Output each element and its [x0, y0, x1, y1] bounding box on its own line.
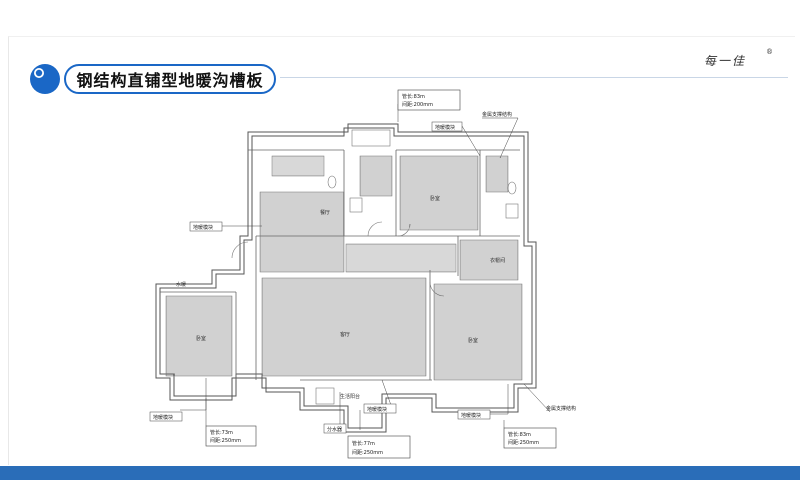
coil-kitchen [259, 191, 345, 273]
fixtures [231, 129, 519, 405]
coil-corridor [345, 243, 457, 273]
registered-mark: ® [766, 48, 775, 56]
callout-top: 管长:83m 间距:200mm [397, 89, 461, 111]
bathtub [351, 129, 391, 147]
svg-text:地暖模块: 地暖模块 [367, 406, 387, 413]
title-pill: 钢结构直铺型地暖沟槽板 [64, 64, 276, 94]
washer [315, 387, 335, 405]
page-frame [8, 36, 795, 465]
brand-name: 每一佳 [704, 54, 747, 68]
door-swing-2 [367, 221, 383, 237]
brand-logo: 每一佳 ® [704, 48, 774, 74]
header-divider [280, 77, 788, 78]
callout-center: 管长:77m 间距:250mm [347, 435, 411, 459]
page-title: 钢结构直铺型地暖沟槽板 [76, 71, 264, 90]
label-floor-module-1: 地暖模块 [431, 121, 463, 132]
coil-top-bedroom [399, 155, 479, 231]
coil-cloakroom [459, 239, 519, 281]
callout-top-spacing: 间距:200mm [402, 101, 433, 108]
room-balcony: 生活阳台 [340, 393, 360, 400]
door-swing-1 [231, 241, 249, 259]
callout-top-length: 管长:83m [402, 93, 425, 100]
callout-center-spacing: 间距:250mm [352, 449, 383, 456]
callout-right-length: 管长:83m [508, 431, 531, 438]
svg-text:地暖模块: 地暖模块 [435, 124, 455, 131]
coil-hall-top [359, 155, 393, 197]
svg-text:地暖模块: 地暖模块 [153, 414, 173, 421]
door-swing-4 [397, 223, 411, 237]
room-bedroom-top: 卧室 [430, 195, 440, 202]
callout-left: 管长:73m 间距:250mm [205, 425, 257, 447]
coil-right-bedroom [433, 283, 523, 381]
label-left-small: 水暖 [176, 281, 186, 288]
room-living: 客厅 [340, 331, 350, 338]
label-floor-module-4: 地暖模块 [363, 403, 397, 414]
coil-bath-top [271, 155, 325, 177]
label-floor-module-5: 地暖模块 [457, 409, 491, 420]
label-floor-module-3: 地暖模块 [149, 411, 183, 422]
label-water-manifold: 分水器 [323, 423, 347, 434]
toilet-right [507, 181, 517, 195]
svg-text:分水器: 分水器 [327, 426, 342, 433]
callout-right-spacing: 间距:250mm [508, 439, 539, 446]
callout-left-length: 管长:73m [210, 429, 233, 436]
svg-text:地暖模块: 地暖模块 [193, 224, 213, 231]
toilet-left [327, 175, 337, 189]
logo-icon [30, 64, 60, 94]
outer-walls [155, 123, 537, 433]
coil-left-bedroom [165, 295, 233, 377]
heating-zones [165, 155, 523, 381]
callout-center-length: 管长:77m [352, 440, 375, 447]
footer-bar [0, 466, 800, 480]
label-floor-module-2: 地暖模块 [189, 221, 223, 232]
door-swing-3 [429, 281, 445, 297]
room-cloakroom: 衣帽间 [490, 257, 505, 264]
room-bedroom-right: 卧室 [468, 337, 478, 344]
room-kitchen: 餐厅 [320, 209, 330, 216]
sink-left [349, 197, 363, 213]
sink-right [505, 203, 519, 219]
callout-right: 管长:83m 间距:250mm [503, 427, 557, 449]
coil-living [261, 277, 427, 377]
svg-text:地暖模块: 地暖模块 [461, 412, 481, 419]
coil-bath-right [485, 155, 509, 193]
room-bedroom-left: 卧室 [196, 335, 206, 342]
label-metal-support-bottom: 金属支撑结构 [546, 405, 576, 412]
label-metal-support-top: 金属支撑结构 [482, 111, 512, 118]
callout-left-spacing: 间距:250mm [210, 437, 241, 444]
